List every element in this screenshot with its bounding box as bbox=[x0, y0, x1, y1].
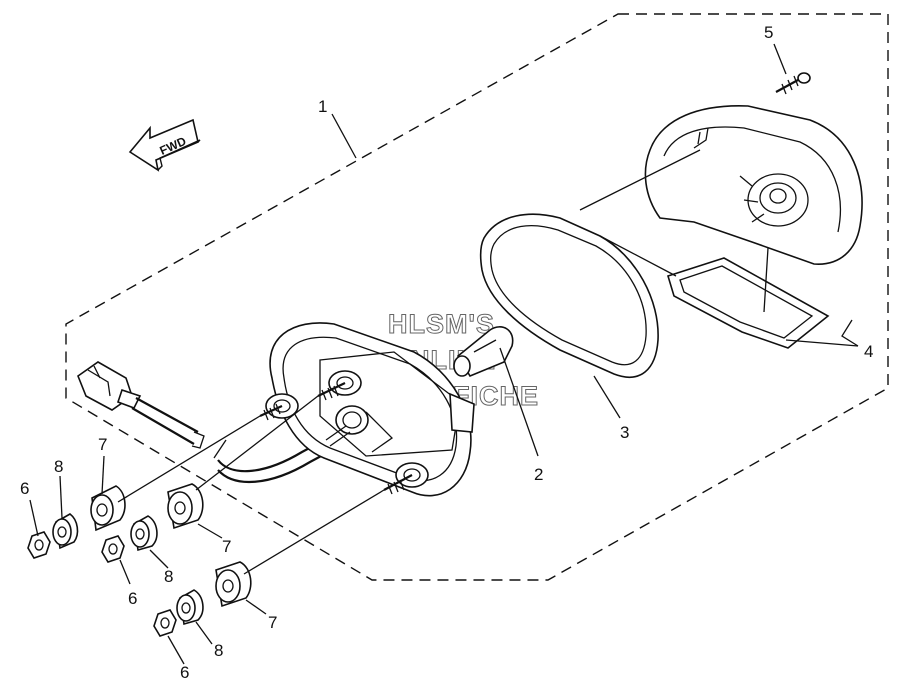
callout-5: 5 bbox=[764, 23, 773, 42]
assembly-boundary bbox=[65, 13, 889, 581]
hardware-set-upper bbox=[27, 485, 126, 559]
callout-7a: 7 bbox=[98, 435, 107, 454]
alignment-lines bbox=[117, 149, 701, 575]
callout-2: 2 bbox=[534, 465, 543, 484]
gasket bbox=[479, 213, 659, 378]
wiring-connector bbox=[77, 361, 337, 484]
callout-6a: 6 bbox=[20, 479, 29, 498]
callout-3: 3 bbox=[620, 423, 629, 442]
leader-lines bbox=[29, 43, 859, 665]
callouts: 1 2 3 4 5 6 6 6 7 7 7 8 8 8 bbox=[20, 23, 873, 682]
callout-8b: 8 bbox=[164, 567, 173, 586]
callout-7b: 7 bbox=[222, 537, 231, 556]
screw bbox=[775, 72, 811, 95]
lamp-housing bbox=[259, 322, 475, 497]
hardware-set-lower bbox=[153, 561, 252, 637]
callout-1: 1 bbox=[318, 97, 327, 116]
callout-6c: 6 bbox=[180, 663, 189, 682]
svg-text:HLSM'S: HLSM'S bbox=[388, 309, 495, 339]
callout-4: 4 bbox=[864, 342, 873, 361]
callout-7c: 7 bbox=[268, 613, 277, 632]
fwd-arrow-icon: FWD bbox=[128, 118, 201, 172]
lens bbox=[644, 105, 863, 349]
hardware-set-middle bbox=[101, 483, 204, 563]
callout-8c: 8 bbox=[214, 641, 223, 660]
callout-6b: 6 bbox=[128, 589, 137, 608]
callout-8a: 8 bbox=[54, 457, 63, 476]
bulb bbox=[453, 326, 514, 378]
